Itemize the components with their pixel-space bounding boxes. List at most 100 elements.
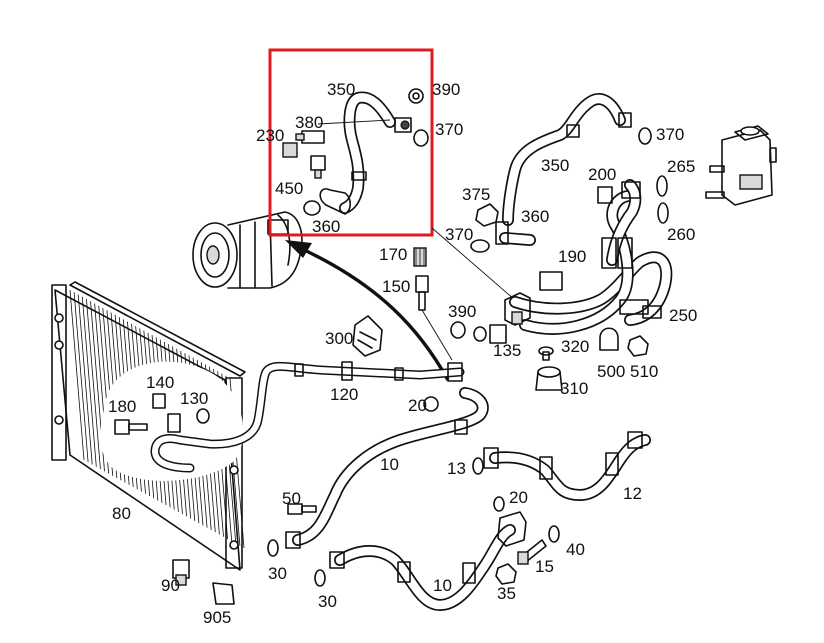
label-30-low: 30: [318, 592, 337, 611]
valve-150: [415, 275, 453, 361]
condenser: [51, 281, 246, 571]
label-360-top: 360: [312, 217, 340, 236]
condenser-fin: [73, 292, 89, 463]
o-ring-40: [548, 525, 560, 543]
hose-350-right: [502, 93, 632, 226]
bracket-300: [352, 315, 383, 357]
clip-500: [599, 327, 619, 351]
nut-35: [495, 563, 517, 585]
sensor-90: [172, 559, 190, 586]
label-13: 13: [447, 459, 466, 478]
o-ring-13: [472, 457, 484, 475]
label-15: 15: [535, 557, 554, 576]
label-510: 510: [630, 362, 658, 381]
label-260: 260: [667, 225, 695, 244]
pressure-line-120: [150, 361, 465, 473]
compressor: [192, 211, 303, 289]
label-375: 375: [462, 185, 490, 204]
label-180: 180: [108, 397, 136, 416]
valve-15: [517, 539, 547, 565]
label-250: 250: [669, 306, 697, 325]
sensor-170: [413, 247, 427, 267]
cap-390: [450, 321, 466, 339]
bolt-50: [287, 503, 317, 515]
label-370-top: 370: [435, 120, 463, 139]
fitting-375: [475, 203, 536, 246]
expansion-valve-block: [504, 292, 531, 326]
grommet-310: [535, 366, 563, 391]
o-ring-20b: [493, 496, 505, 512]
label-350-right: 350: [541, 156, 569, 175]
expansion-valve-265: [705, 125, 777, 206]
bracket-140: [152, 393, 166, 409]
label-190: 190: [558, 247, 586, 266]
o-ring-260: [657, 202, 669, 224]
label-150: 150: [382, 277, 410, 296]
pressure-sensor: [295, 130, 325, 144]
label-265: 265: [667, 157, 695, 176]
label-20-low: 20: [509, 488, 528, 507]
part-labels: 350 390 380 370 230 450 360 370 350 200 …: [108, 80, 697, 627]
label-320: 320: [561, 337, 589, 356]
label-170: 170: [379, 245, 407, 264]
label-90: 90: [161, 576, 180, 595]
label-135: 135: [493, 341, 521, 360]
label-380: 380: [295, 113, 323, 132]
label-370-mid: 370: [445, 225, 473, 244]
label-370-right: 370: [656, 125, 684, 144]
label-12: 12: [623, 484, 642, 503]
label-300: 300: [325, 329, 353, 348]
o-ring-265: [656, 175, 668, 197]
label-450: 450: [275, 179, 303, 198]
hose-10-lower: [329, 511, 527, 611]
label-905: 905: [203, 608, 231, 627]
label-10-mid: 10: [380, 455, 399, 474]
hose-10-upper: [285, 387, 489, 549]
condenser-fin: [69, 289, 85, 461]
part-320: [538, 346, 554, 361]
label-10-low: 10: [433, 576, 452, 595]
label-130: 130: [180, 389, 208, 408]
label-390-mid: 390: [448, 302, 476, 321]
label-30-left: 30: [268, 564, 287, 583]
o-ring: [303, 200, 321, 216]
label-20-mid: 20: [408, 396, 427, 415]
label-120: 120: [330, 385, 358, 404]
nut-510: [627, 335, 649, 357]
cap: [282, 142, 298, 158]
pad-905: [212, 582, 235, 605]
label-50: 50: [282, 489, 301, 508]
o-ring-30b: [314, 569, 326, 587]
o-ring-20: [423, 396, 439, 412]
label-360-right: 360: [521, 207, 549, 226]
direction-arrow: [285, 240, 450, 381]
bracket-190: [539, 271, 563, 291]
label-350-top: 350: [327, 80, 355, 99]
hose-12: [483, 431, 651, 501]
valve-450: [310, 155, 326, 179]
label-200: 200: [588, 165, 616, 184]
bolt-180: [114, 419, 148, 435]
highlight-box: [268, 48, 434, 237]
label-500: 500: [597, 362, 625, 381]
main-hose-250: [509, 179, 673, 335]
o-ring: [413, 129, 429, 147]
fitting-135: [473, 324, 507, 344]
cap-200: [597, 186, 613, 204]
label-40: 40: [566, 540, 585, 559]
label-35: 35: [497, 584, 516, 603]
label-80: 80: [112, 504, 131, 523]
label-230: 230: [256, 126, 284, 145]
condenser-fin: [86, 298, 101, 470]
o-ring-130: [196, 408, 210, 424]
label-390-top: 390: [432, 80, 460, 99]
label-140: 140: [146, 373, 174, 392]
condenser-fin: [77, 294, 93, 465]
o-ring-370b: [470, 239, 490, 253]
o-ring-370: [638, 127, 652, 145]
o-ring-30a: [267, 539, 279, 557]
label-310: 310: [560, 379, 588, 398]
suction-hose-assembly: [317, 91, 412, 215]
condenser-fin: [81, 296, 97, 467]
